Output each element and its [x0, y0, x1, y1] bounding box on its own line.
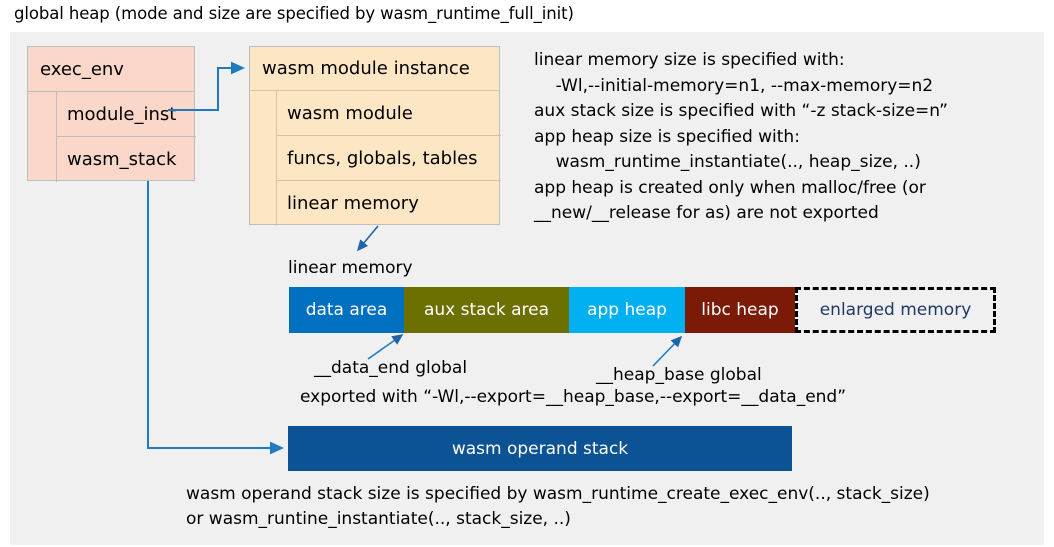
- exec-env-box: exec_env module_inst wasm_stack: [27, 46, 196, 182]
- data-end-global-label: __data_end global: [314, 358, 468, 378]
- wasm-operand-stack-box: wasm operand stack: [288, 426, 792, 471]
- operand-stack-note: wasm operand stack size is specified by …: [186, 484, 930, 529]
- memory-segment-libc-heap: libc heap: [685, 287, 795, 333]
- page-title: global heap (mode and size are specified…: [14, 4, 574, 23]
- exec-env-indent-column: [28, 92, 57, 182]
- exec-env-row-wasm-stack: wasm_stack: [67, 149, 177, 170]
- module-instance-row-funcs-globals-tables: funcs, globals, tables: [277, 136, 501, 181]
- memory-segment-aux-stack-area: aux stack area: [404, 287, 569, 333]
- linear-memory-label: linear memory: [288, 258, 413, 278]
- exec-env-row-module-inst: module_inst: [57, 92, 196, 137]
- memory-segment-data-area: data area: [289, 287, 404, 333]
- linear-memory-info-text: linear memory size is specified with: -W…: [534, 50, 948, 223]
- exported-with-label: exported with “-Wl,--export=__heap_base,…: [300, 387, 847, 407]
- heap-base-global-label: __heap_base global: [596, 365, 762, 385]
- wasm-module-instance-box: wasm module instance wasm module funcs, …: [249, 46, 501, 226]
- module-instance-row-linear-memory: linear memory: [287, 193, 419, 214]
- memory-segment-app-heap: app heap: [569, 287, 685, 333]
- module-instance-header: wasm module instance: [250, 47, 499, 91]
- memory-segment-enlarged-memory: enlarged memory: [795, 287, 996, 333]
- module-instance-indent-column: [250, 91, 277, 226]
- module-instance-row-wasm-module: wasm module: [277, 91, 501, 136]
- exec-env-header: exec_env: [28, 47, 194, 92]
